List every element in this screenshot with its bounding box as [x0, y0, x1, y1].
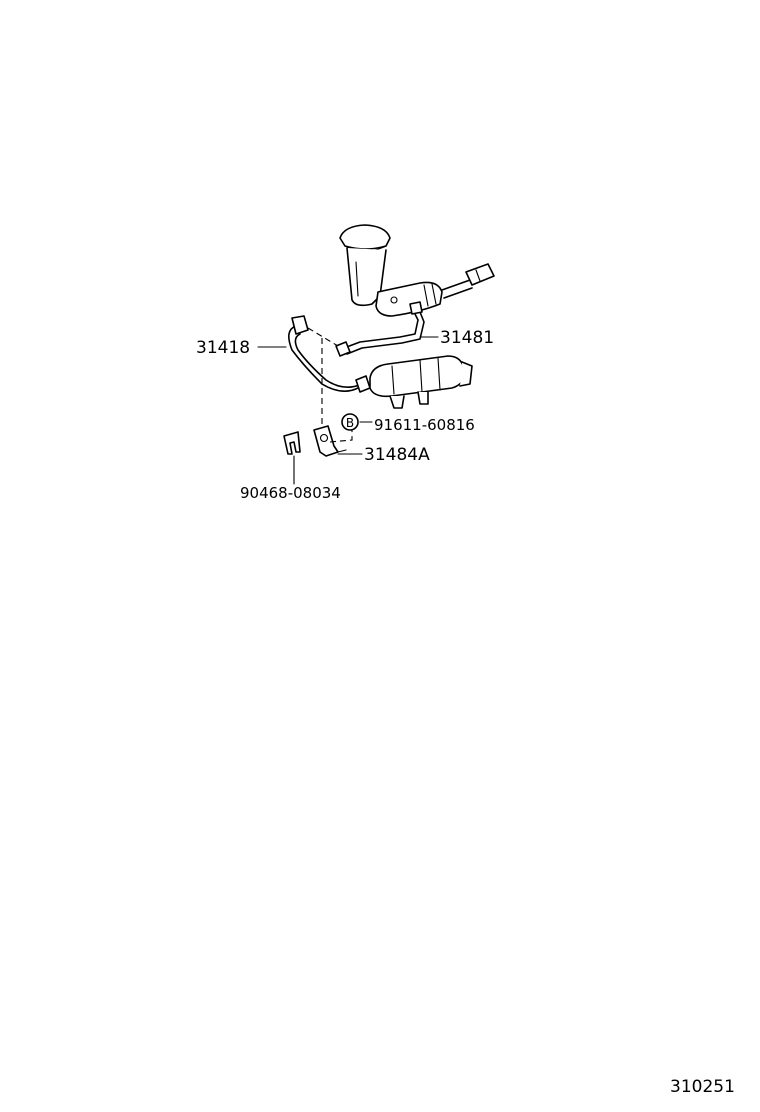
clutch-pipe-31481	[335, 301, 425, 357]
dashed-guide-bracket	[329, 430, 353, 443]
clip-90468	[283, 431, 301, 455]
figure-number: 310251	[670, 1077, 735, 1097]
label-31418: 31418	[196, 338, 250, 358]
label-31484a: 31484A	[364, 445, 430, 465]
clutch-master-cylinder	[339, 224, 495, 317]
label-91611-60816: 91611-60816	[374, 416, 475, 434]
label-90468-08034: 90468-08034	[240, 484, 341, 502]
clutch-pipe-31418	[288, 315, 371, 393]
bolt-symbol: B	[341, 413, 359, 431]
bracket-31484a	[313, 425, 347, 457]
clutch-release-cylinder	[369, 355, 473, 409]
label-31481: 31481	[440, 328, 494, 348]
dashed-guide-pipe	[307, 327, 339, 347]
bolt-symbol-letter: B	[346, 416, 354, 430]
